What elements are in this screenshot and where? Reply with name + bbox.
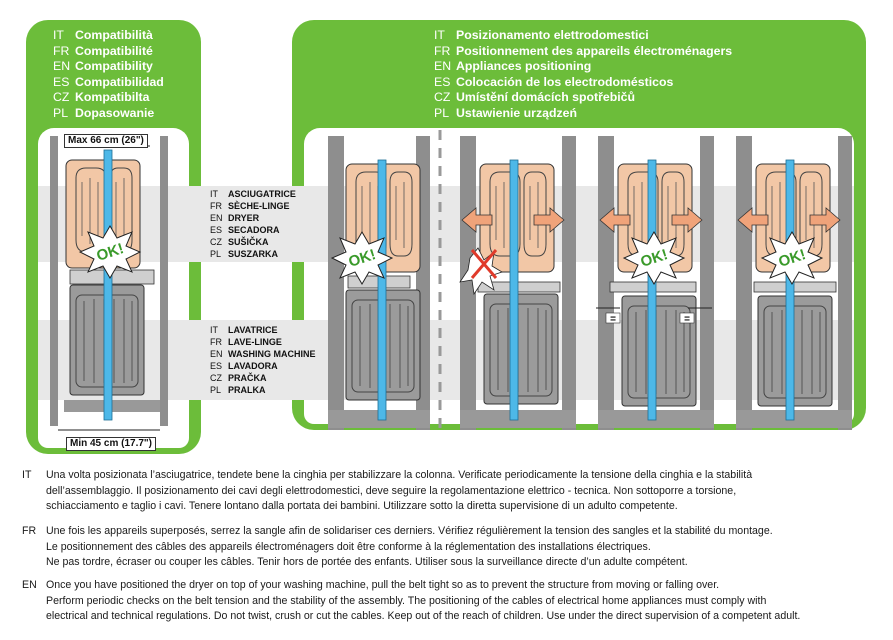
dryer-band [38, 186, 854, 262]
instructions-it: IT Una volta posizionata l’asciugatrice,… [22, 469, 753, 512]
scene-3: = = [596, 136, 714, 430]
instructions-en: EN Once you have positioned the dryer on… [22, 579, 801, 622]
min-width-label: Min 45 cm (17.7") [66, 437, 156, 451]
appliance-illustration: OK! [38, 130, 854, 431]
scene-4 [736, 136, 852, 430]
svg-text:=: = [684, 314, 690, 325]
left-scene [50, 136, 168, 431]
scene-2 [459, 136, 576, 430]
instructions-fr: FR Une fois les appareils superposés, se… [22, 525, 773, 568]
scene-1 [328, 136, 430, 430]
max-width-label: Max 66 cm (26") [64, 134, 148, 148]
washer-band [38, 320, 854, 400]
svg-text:=: = [610, 314, 616, 325]
